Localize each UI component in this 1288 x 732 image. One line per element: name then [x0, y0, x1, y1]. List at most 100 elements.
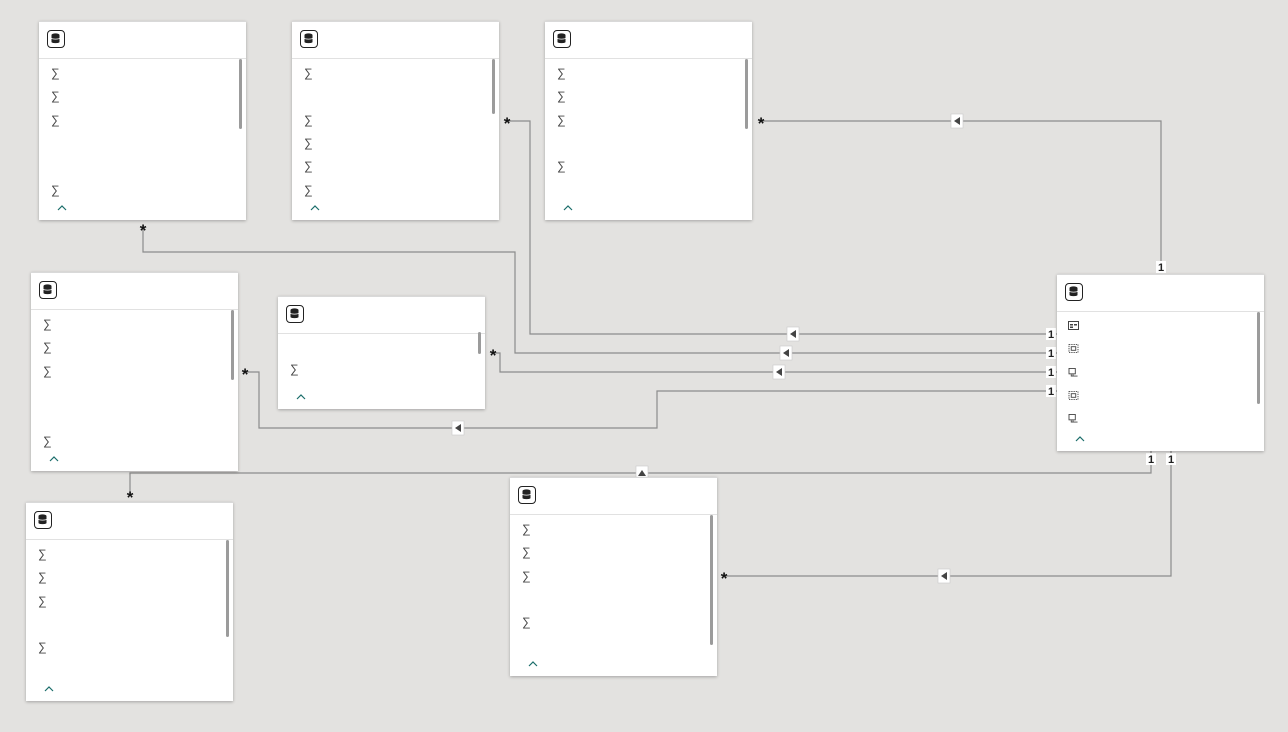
scrollbar[interactable] — [1257, 312, 1260, 404]
collapse-button[interactable] — [293, 391, 306, 403]
field-item[interactable] — [31, 384, 226, 406]
table-card-bi--metabase[interactable]: ∑ ∑ ∑ ∑ ∑ — [292, 21, 499, 220]
field-item[interactable]: ∑ — [510, 612, 705, 634]
table-header[interactable] — [292, 22, 499, 59]
field-item[interactable]: ∑ — [39, 86, 234, 108]
table-header[interactable] — [1057, 275, 1264, 312]
scrollbar[interactable] — [710, 515, 713, 645]
field-item[interactable] — [545, 133, 740, 155]
field-item[interactable]: ∑ — [292, 156, 487, 178]
filter-direction-icon[interactable] — [950, 113, 964, 129]
table-card-bi--words-in-query[interactable]: ∑ ∑ ∑ ∑ — [510, 477, 717, 676]
collapse-button[interactable] — [1072, 433, 1085, 445]
field-item[interactable]: ∑ — [31, 431, 226, 453]
field-item[interactable]: ∑ — [26, 567, 221, 589]
field-item[interactable]: ∑ — [292, 133, 487, 155]
many-cardinality-label: * — [758, 114, 765, 133]
field-item[interactable]: ∑ — [545, 86, 740, 108]
field-item[interactable] — [1057, 386, 1252, 408]
table-header[interactable] — [39, 22, 246, 59]
collapse-button[interactable] — [560, 202, 573, 214]
scrollbar[interactable] — [478, 332, 481, 354]
field-item[interactable]: ∑ — [26, 591, 221, 613]
svg-text:1: 1 — [1048, 329, 1054, 341]
table-header[interactable] — [31, 273, 238, 310]
field-item[interactable] — [31, 407, 226, 429]
field-item[interactable] — [1057, 409, 1252, 431]
field-item[interactable]: ∑ — [39, 63, 234, 85]
rel-line-words-in-query[interactable] — [723, 451, 1172, 577]
table-card-bi--devices[interactable]: ∑ ∑ ∑ ∑ — [39, 21, 246, 220]
one-cardinality-label: 1 — [1046, 328, 1056, 341]
sum-icon: ∑ — [51, 112, 60, 127]
rel-line-query-type[interactable] — [760, 120, 1162, 272]
field-item[interactable]: ∑ — [510, 566, 705, 588]
table-header[interactable] — [545, 22, 752, 59]
table-card-bi--countries[interactable]: ∑ ∑ ∑ ∑ — [31, 272, 238, 471]
table-header[interactable] — [26, 503, 233, 540]
field-item[interactable]: ∑ — [31, 314, 226, 336]
filter-direction-icon[interactable] — [451, 420, 465, 436]
field-item[interactable] — [26, 614, 221, 636]
field-item[interactable]: ∑ — [510, 519, 705, 541]
many-cardinality-label: * — [140, 221, 147, 240]
sum-icon: ∑ — [304, 159, 313, 174]
field-item[interactable] — [1057, 339, 1252, 361]
field-item[interactable] — [1057, 316, 1252, 338]
filter-direction-icon[interactable] — [772, 364, 786, 380]
scrollbar[interactable] — [226, 540, 229, 637]
field-item[interactable]: ∑ — [292, 110, 487, 132]
field-item[interactable] — [278, 336, 473, 358]
field-item[interactable]: ∑ — [545, 63, 740, 85]
filter-direction-icon[interactable] — [779, 345, 793, 361]
field-item[interactable]: ∑ — [31, 337, 226, 359]
table-card-bi--query-type[interactable]: ∑ ∑ ∑ ∑ — [545, 21, 752, 220]
field-item[interactable]: ∑ — [292, 63, 487, 85]
field-item[interactable]: ∑ — [545, 156, 740, 178]
field-item[interactable]: ∑ — [545, 110, 740, 132]
collapse-button[interactable] — [54, 202, 67, 214]
field-item[interactable]: ∑ — [39, 110, 234, 132]
table-header[interactable] — [278, 297, 485, 334]
field-item[interactable] — [510, 589, 705, 611]
table-card-bi--trends[interactable]: ∑ — [278, 296, 485, 409]
field-item[interactable]: ∑ — [510, 542, 705, 564]
rel-line-devices[interactable] — [142, 228, 1057, 354]
field-item[interactable] — [545, 180, 740, 202]
collapse-button[interactable] — [525, 658, 538, 670]
collapse-button[interactable] — [46, 453, 59, 465]
filter-direction-icon[interactable] — [786, 326, 800, 342]
field-item[interactable]: ∑ — [26, 637, 221, 659]
collapse-button[interactable] — [41, 683, 54, 695]
field-item[interactable]: ∑ — [31, 361, 226, 383]
filter-direction-icon[interactable] — [937, 568, 951, 584]
table-card-bi--search-types[interactable]: ∑ ∑ ∑ ∑ — [26, 502, 233, 701]
filter-direction-icon[interactable] — [635, 465, 649, 481]
chevron-up-icon — [57, 202, 67, 214]
collapse-button[interactable] — [307, 202, 320, 214]
scrollbar[interactable] — [231, 310, 234, 380]
field-item[interactable] — [39, 133, 234, 155]
sum-icon: ∑ — [290, 362, 299, 377]
field-item[interactable] — [39, 156, 234, 178]
field-item[interactable] — [292, 86, 487, 108]
sum-icon: ∑ — [43, 340, 52, 355]
scrollbar[interactable] — [492, 59, 495, 114]
many-cardinality-label: * — [490, 346, 497, 365]
table-card-calendar[interactable] — [1057, 274, 1264, 451]
svg-text:1: 1 — [1048, 367, 1054, 379]
chevron-up-icon — [1075, 433, 1085, 445]
field-item[interactable]: ∑ — [278, 359, 473, 381]
scrollbar[interactable] — [239, 59, 242, 129]
date-field-icon — [1068, 321, 1079, 330]
field-item[interactable]: ∑ — [292, 180, 487, 202]
field-item[interactable]: ∑ — [39, 180, 234, 202]
field-item[interactable]: ∑ — [26, 544, 221, 566]
table-header[interactable] — [510, 478, 717, 515]
field-item[interactable] — [510, 636, 705, 658]
field-item[interactable] — [26, 661, 221, 683]
field-item[interactable] — [1057, 363, 1252, 385]
svg-text:1: 1 — [1048, 348, 1054, 360]
scrollbar[interactable] — [745, 59, 748, 129]
